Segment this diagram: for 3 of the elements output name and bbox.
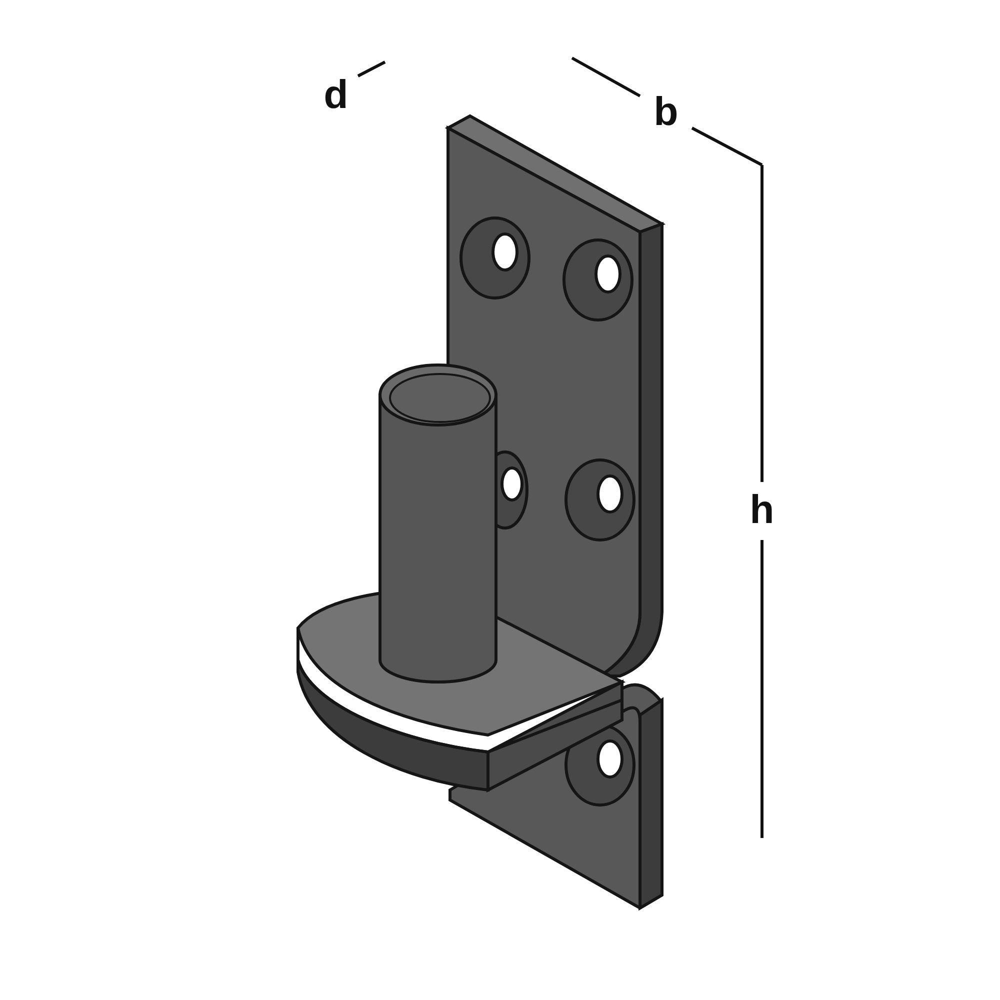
dimension-label: b: [654, 92, 678, 132]
dimension-label: d: [324, 75, 348, 115]
dimension-label: h: [750, 490, 774, 530]
